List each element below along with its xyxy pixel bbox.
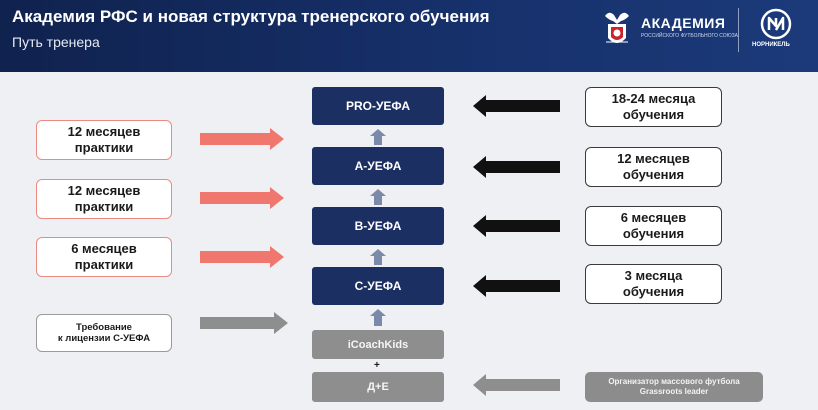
study-box-4-line1: 3 месяца [624,268,683,284]
level-icoachkids: iCoachKids [312,330,444,359]
page-subtitle: Путь тренера [12,34,100,50]
grassroots-arrow [473,374,560,396]
level-b-uefa: B-УЕФА [312,207,444,245]
level-pro-uefa: PRO-УЕФА [312,87,444,125]
study-arrow-1 [473,95,560,117]
study-box-1-line2: обучения [622,107,685,122]
practice-box-3-line1: 6 месяцев [71,241,137,257]
study-box-3-line2: обучения [622,226,685,241]
level-c-uefa: C-УЕФА [312,267,444,305]
practice-arrow-3 [200,246,284,268]
practice-box-1-line2: практики [74,140,134,155]
level-d-e: Д+Е [312,372,444,402]
practice-arrow-1 [200,128,284,150]
requirement-line2: к лицензии С-УЕФА [57,333,151,344]
header-divider [738,8,739,52]
study-arrow-3 [473,215,560,237]
page-title: Академия РФС и новая структура тренерско… [12,7,490,26]
study-box-2-line2: обучения [622,167,685,182]
study-arrow-2 [473,156,560,178]
header-bar: Академия РФС и новая структура тренерско… [0,0,818,72]
up-arrow-4 [370,309,386,326]
up-arrow-1 [370,129,386,145]
study-box-3-line1: 6 месяцев [620,210,687,226]
practice-arrow-2 [200,187,284,209]
academy-logo-subtext: РОССИЙСКОГО ФУТБОЛЬНОГО СОЮЗА [641,33,739,39]
study-box-2-line1: 12 месяцев [617,151,690,167]
academy-logo-text: АКАДЕМИЯ [641,15,726,31]
practice-box-2-line1: 12 месяцев [67,183,141,199]
study-box-1-line1: 18-24 месяца [611,91,696,107]
practice-box-2-line2: практики [74,199,134,214]
requirement-line1: Требование [76,321,132,333]
level-a-uefa: A-УЕФА [312,147,444,185]
plus-sign: + [374,360,380,371]
rfs-emblem-icon [605,12,629,43]
up-arrow-2 [370,189,386,205]
grassroots-line1: Организатор массового футбола [608,377,740,387]
nornickel-logo-icon [760,8,792,40]
practice-box-3-line2: практики [74,257,134,272]
study-arrow-4 [473,275,560,297]
up-arrow-3 [370,249,386,265]
practice-box-1-line1: 12 месяцев [67,124,141,140]
nornickel-logo-text: НОРНИКЕЛЬ [752,42,790,48]
grassroots-line2: Grassroots leader [639,387,709,396]
requirement-arrow [200,312,288,334]
study-box-4-line2: обучения [622,284,685,299]
